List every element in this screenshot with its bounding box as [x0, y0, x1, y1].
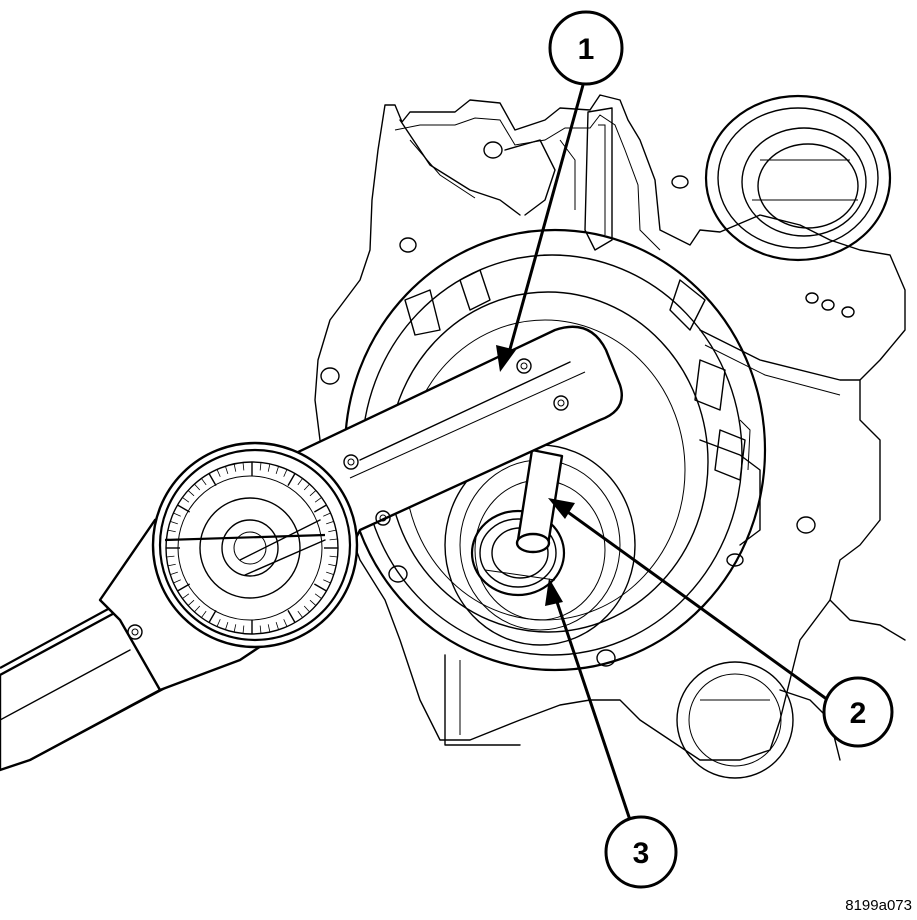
upper-right-seal [704, 94, 892, 262]
dial-tick [259, 462, 262, 471]
callout-2-label: 2 [850, 697, 867, 730]
dial-tick [267, 463, 271, 472]
leader-arrow-2 [557, 503, 829, 702]
dial-tick [303, 605, 310, 613]
dial-tick [194, 605, 201, 613]
dial-tick [187, 599, 195, 606]
dial-tick [329, 538, 338, 541]
dial-tick [182, 497, 190, 503]
leader-arrow-3 [551, 589, 632, 821]
dial-tick [225, 622, 229, 630]
dial-tick [170, 571, 178, 575]
dial-tick [242, 625, 245, 634]
dial-tick [287, 610, 296, 623]
dial-tick [173, 579, 181, 584]
dial-tick [170, 521, 178, 525]
dial-tick [314, 504, 327, 513]
dial-tick [323, 579, 331, 584]
dial-tick [187, 490, 195, 497]
dial-tick [216, 469, 221, 477]
dial-tick [167, 529, 176, 533]
dial-tick [309, 599, 317, 606]
leader-arrow-1 [505, 84, 585, 361]
callout-1: 1 [548, 10, 624, 86]
callout-3: 3 [604, 815, 678, 889]
dial-tick [328, 563, 337, 567]
dial-tick [309, 490, 317, 497]
dial-tick [166, 538, 175, 541]
dial-tick [259, 625, 262, 634]
dial-tick [297, 610, 303, 618]
dial-tick [177, 583, 190, 592]
dial-tick [323, 512, 331, 517]
dial-tick [233, 463, 237, 472]
dial-tick [283, 469, 288, 477]
dial-tick [182, 593, 190, 599]
dial-tick [201, 478, 207, 486]
dial-tick [328, 529, 337, 533]
dial-tick [216, 619, 221, 627]
dial-tick [287, 473, 296, 486]
dial-tick [275, 622, 279, 630]
dial-tick [314, 593, 322, 599]
dial-tick [208, 610, 217, 623]
dial-tick [303, 483, 310, 491]
callout-3-label: 3 [633, 837, 650, 870]
callout-2: 2 [822, 676, 894, 748]
dial-tick [167, 563, 176, 567]
leader-arrowhead-2 [548, 498, 575, 519]
dial-tick [166, 555, 175, 558]
callout-1-label: 1 [578, 33, 595, 66]
dial-tick [242, 462, 245, 471]
dial-scale-ticks [166, 462, 338, 634]
torque-wrench [0, 325, 623, 772]
dial-tick [326, 571, 334, 575]
dial-tick [177, 504, 190, 513]
dial-tick [194, 483, 201, 491]
dial-tick [208, 473, 217, 486]
dial-tick [329, 555, 338, 558]
dial-tick [225, 466, 229, 474]
dial-tick [314, 497, 322, 503]
leader-lines [496, 84, 829, 821]
dial-tick [233, 624, 237, 633]
dial-tick [201, 610, 207, 618]
dial-tick [326, 521, 334, 525]
dial-tick [314, 583, 327, 592]
figure-code: 8199a073 [845, 897, 912, 914]
dial-tick [173, 512, 181, 517]
dial-tick [283, 619, 288, 627]
leader-arrowhead-3 [545, 578, 563, 606]
leader-arrowhead-1 [496, 345, 516, 372]
dial-tick [267, 624, 271, 633]
dial-tick [275, 466, 279, 474]
dial-tick [297, 478, 303, 486]
